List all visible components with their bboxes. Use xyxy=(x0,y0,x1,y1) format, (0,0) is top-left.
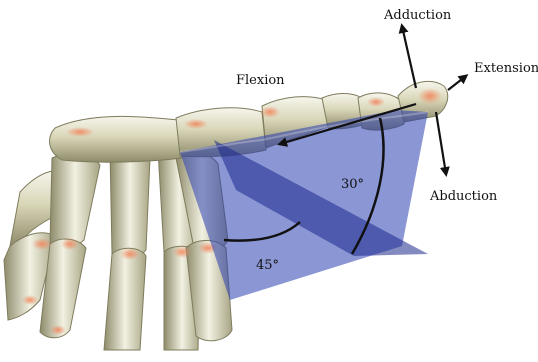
adduction-label: Adduction xyxy=(384,9,451,22)
abduction-label: Abduction xyxy=(430,190,497,203)
extension-label: Extension xyxy=(474,62,538,75)
flexion-label: Flexion xyxy=(236,74,285,87)
finger-bone xyxy=(104,248,146,350)
arrow-up-icon xyxy=(402,26,416,88)
carpal-bone xyxy=(50,116,182,162)
arrow-up-right-icon xyxy=(448,76,466,90)
finger-bone xyxy=(50,153,100,247)
finger-bone xyxy=(110,146,150,259)
arrow-down-icon xyxy=(436,112,446,174)
angle-45-label: 45° xyxy=(256,259,279,272)
angle-30-label: 30° xyxy=(341,178,364,191)
